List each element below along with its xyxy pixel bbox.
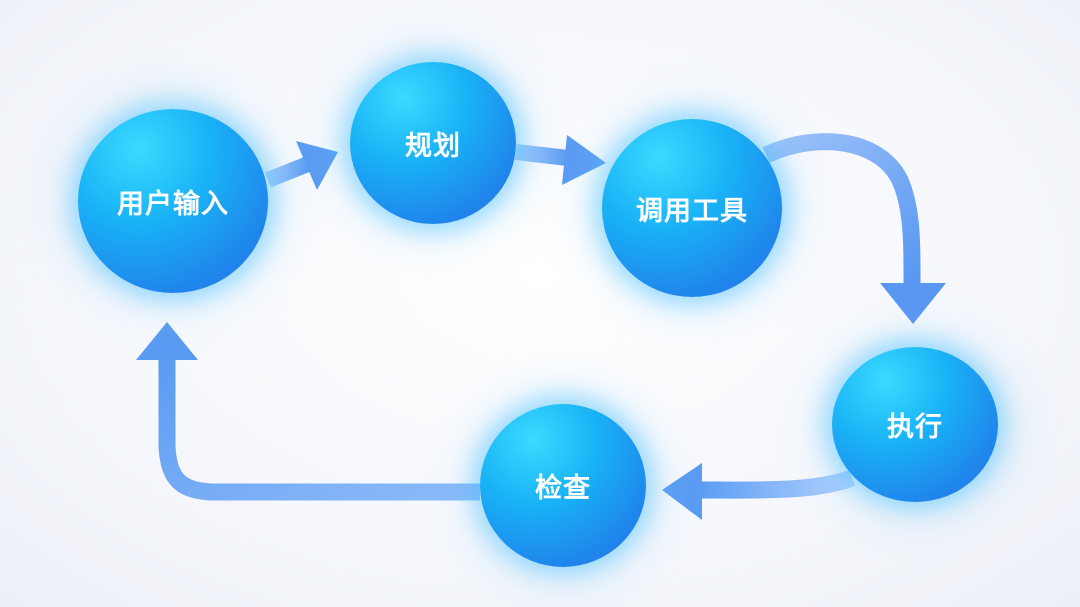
- arrow-input-to-plan: [265, 141, 338, 190]
- node-label-user-input: 用户输入: [117, 188, 229, 220]
- node-label-call-tools: 调用工具: [636, 195, 748, 227]
- node-check: 检查: [480, 404, 646, 567]
- node-label-execute: 执行: [887, 412, 943, 443]
- arrow-execute-to-check: [662, 463, 856, 520]
- node-label-plan: 规划: [405, 130, 461, 162]
- arrow-tools-to-execute: [762, 133, 946, 324]
- node-execute: 执行: [832, 347, 998, 502]
- node-user-input: 用户输入: [78, 109, 268, 293]
- node-plan: 规划: [350, 62, 516, 224]
- node-call-tools: 调用工具: [602, 119, 782, 297]
- node-label-check: 检查: [535, 473, 591, 504]
- arrow-check-to-input: [136, 322, 480, 501]
- arrow-plan-to-tools: [515, 135, 606, 185]
